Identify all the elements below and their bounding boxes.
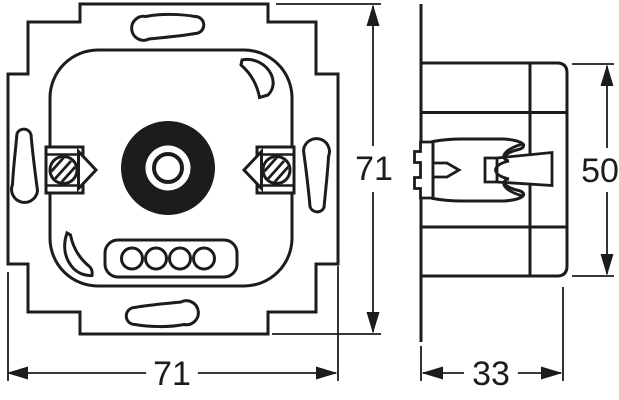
housing-cutout-bottom-left	[63, 230, 94, 278]
claw-screw-left	[44, 145, 99, 195]
arrowhead-up	[600, 64, 614, 86]
extension-line	[7, 266, 339, 381]
extension-line	[272, 3, 381, 335]
dimension-front-width: 71	[6, 266, 339, 393]
dim-label-side-depth: 33	[472, 355, 510, 393]
dim-label-front-height: 71	[355, 150, 393, 188]
mounting-plate-outline	[6, 2, 340, 336]
terminal-hole-1	[120, 246, 144, 271]
arrowhead-right	[541, 366, 563, 380]
arrowhead-left	[6, 366, 28, 380]
fixing-slot-bottom	[124, 299, 200, 329]
claw-assembly-side	[413, 137, 554, 203]
fixing-slot-left	[10, 127, 40, 204]
dim-label-side-height: 50	[581, 152, 619, 190]
dimension-side-height: 50	[572, 63, 619, 277]
housing-cutout-top-right	[239, 57, 275, 100]
extension-line	[420, 287, 564, 381]
fixing-slot-right	[301, 137, 331, 214]
claw-screw-shaft-side	[431, 161, 462, 179]
terminal-block	[103, 238, 239, 279]
fixing-slot-top	[130, 12, 206, 42]
arrowhead-left	[421, 366, 443, 380]
claw-jaws	[494, 142, 523, 198]
dimension-front-height: 71	[272, 3, 393, 335]
side-view	[413, 4, 569, 342]
arrowhead-down	[366, 312, 380, 334]
terminal-hole-4	[192, 246, 216, 271]
front-view	[6, 2, 340, 336]
dimension-side-depth: 33	[420, 287, 564, 393]
arrowhead-right	[316, 366, 338, 380]
claw-screw-left-hatch	[51, 158, 76, 182]
rotary-shaft-spindle	[152, 152, 184, 184]
terminal-hole-3	[168, 246, 192, 271]
extension-line	[572, 63, 614, 277]
claw-comb-bracket	[413, 140, 435, 200]
arrowhead-down	[600, 254, 614, 276]
claw-screw-right-hatch	[264, 158, 289, 182]
dim-label-front-width: 71	[153, 355, 191, 393]
rotary-shaft	[121, 121, 215, 215]
terminal-hole-2	[144, 246, 168, 271]
claw-screw-right	[241, 145, 296, 195]
arrowhead-up	[366, 4, 380, 26]
